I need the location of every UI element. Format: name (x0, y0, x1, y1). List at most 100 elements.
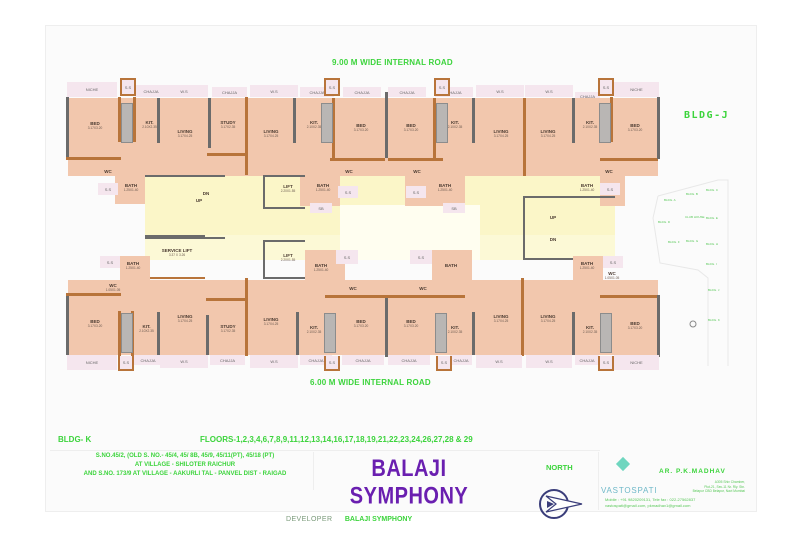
bottom-center-right-bath (432, 250, 472, 282)
room-kit: KIT.2.10X2.35 (447, 120, 463, 129)
niche-top-2: NICHE (614, 82, 659, 97)
kitchen-platform (599, 103, 611, 143)
bottom-right-bath (573, 256, 603, 282)
chajja-bottom-7: CHAJJA (575, 355, 599, 365)
firm-email: vastospati@gmail.com, pkmadhav1@gmail.co… (605, 503, 691, 508)
wall (245, 97, 248, 175)
ss-shaft: S.S (603, 256, 623, 268)
wall (433, 98, 436, 158)
ss-shaft: S.S (100, 256, 120, 268)
bldg-k-label: BLDG- K (58, 435, 92, 444)
wall (157, 98, 160, 143)
kitchen-platform (324, 313, 336, 353)
floors-row: BLDG- K FLOORS-1,2,3,4,6,7,8,9,11,12,13,… (50, 432, 600, 451)
key-plan: BLDG. A BLDG. B BLDG. C BLDG. D CLUB HOU… (648, 178, 740, 368)
floor-plan: NICHE CHAJJA W.S CHAJJA W.S CHAJJA CHAJJ… (66, 78, 660, 371)
ws-top-1: W.S (160, 85, 208, 97)
wall (66, 293, 121, 296)
ws-bottom-4: W.S (526, 355, 572, 368)
firm-address: A305 Shiv Chamber, Plot-21, Sec-11 Nr. R… (692, 480, 745, 494)
bldg-j-label: BLDG-J (684, 110, 730, 121)
ss-shaft: S.S (336, 250, 358, 264)
top-left-bath-area (115, 176, 145, 204)
wall (385, 92, 388, 158)
key-plan-outline-icon (652, 179, 729, 366)
kitchen-platform (435, 313, 447, 353)
room-kit: KIT.2.10X2.35 (139, 324, 154, 333)
wall (206, 315, 209, 355)
wall (157, 312, 160, 355)
sb-shaft: SB (310, 203, 332, 213)
ss-shaft: S.S (98, 183, 118, 195)
wall (133, 97, 136, 142)
project-title-box: BALAJI SYMPHONY (313, 452, 504, 509)
ws-bottom-2: W.S (250, 355, 298, 368)
bottom-road-label: 6.00 M WIDE INTERNAL ROAD (310, 378, 431, 387)
wall (523, 98, 526, 176)
ss-bottom-1: S.S (118, 356, 134, 371)
room-wc: WC (413, 169, 421, 174)
ss-top-1: S.S (120, 78, 136, 96)
wall (521, 278, 524, 356)
wall (610, 97, 613, 142)
north-label: NORTH (546, 463, 573, 472)
wall (208, 98, 211, 148)
kitchen-platform (436, 103, 448, 143)
chajja-bottom-1: CHAJJA (134, 355, 162, 365)
kitchen-platform (121, 103, 133, 143)
ss-shaft: S.S (410, 250, 432, 264)
up-label: UP (195, 198, 203, 203)
developer-row: DEVELOPER BALAJI SYMPHONY (286, 508, 412, 526)
wall (600, 295, 658, 298)
wall (66, 293, 69, 355)
wall (293, 98, 296, 143)
wall (472, 312, 475, 355)
vastospati-logo-icon (615, 456, 631, 472)
wall (385, 295, 388, 357)
wall (66, 157, 121, 160)
room-kit: KIT.2.10X2.35 (306, 120, 322, 129)
ss-shaft: S.S (600, 183, 620, 195)
niche-top-1: NICHE (67, 82, 117, 97)
room-wc: WC (349, 286, 357, 291)
kitchen-platform (121, 313, 133, 353)
architect-name: AR. P.K.MADHAV (659, 468, 726, 475)
top-center-left-bath (300, 176, 340, 206)
ws-bottom-3: W.S (476, 355, 522, 368)
sb-shaft: SB (443, 203, 465, 213)
wall (332, 98, 335, 158)
wall (206, 298, 246, 301)
ss-shaft: S.S (406, 186, 426, 198)
chajja-top-4: CHAJJA (343, 87, 381, 97)
wall (296, 312, 299, 355)
wall (245, 278, 248, 356)
wall (118, 97, 121, 142)
dn-label: DN (202, 191, 210, 196)
wall (388, 158, 443, 161)
ss-bottom-3: S.S (436, 356, 452, 371)
chajja-top-2: CHAJJA (212, 87, 247, 97)
ss-top-4: S.S (598, 78, 614, 96)
top-road-label: 9.00 M WIDE INTERNAL ROAD (332, 58, 453, 67)
bottom-left-bath (120, 256, 150, 282)
ss-shaft: S.S (338, 186, 358, 198)
chajja-bottom-2: CHAJJA (210, 355, 245, 365)
room-kit: KIT.2.10X2.35 (142, 120, 157, 129)
